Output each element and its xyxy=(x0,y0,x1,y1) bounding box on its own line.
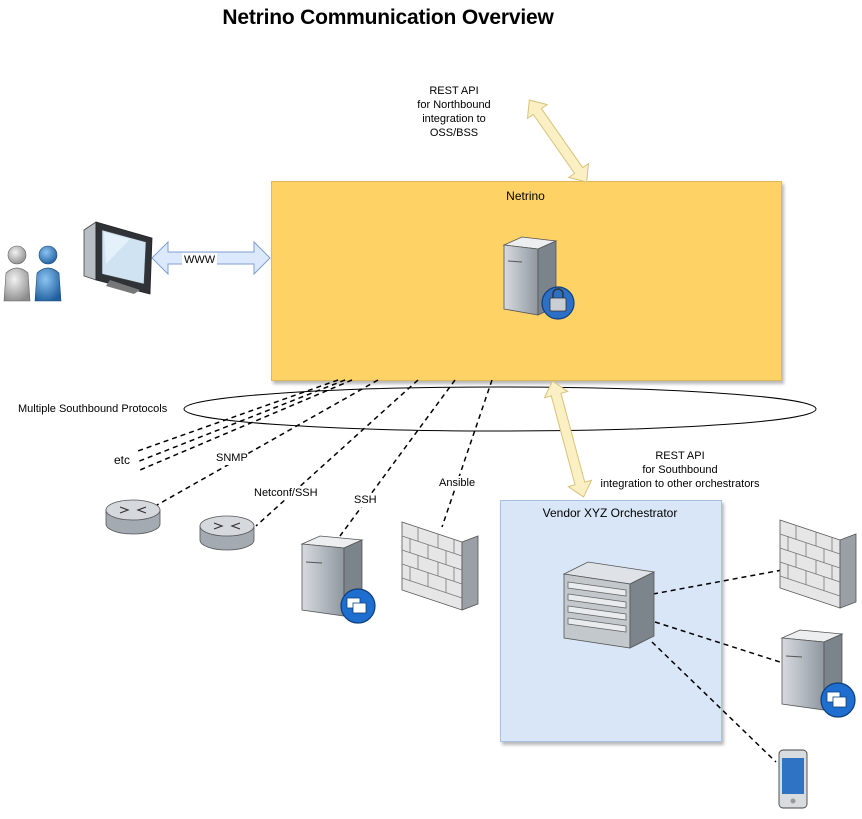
router-icon xyxy=(105,499,161,535)
netrino-label: Netrino xyxy=(506,189,545,203)
link-etc-1 xyxy=(134,379,339,453)
link-vendor-server xyxy=(654,621,781,663)
north-api-line: REST API xyxy=(429,85,479,97)
orchestrator-server-icon xyxy=(562,561,656,649)
north-api-label: REST API for Northbound integration to O… xyxy=(398,84,510,140)
north-api-line: OSS/BSS xyxy=(429,127,479,139)
link-ansible xyxy=(441,379,493,528)
link-snmp xyxy=(156,379,379,506)
link-etc-2 xyxy=(136,379,346,463)
router-icon xyxy=(199,515,255,551)
southbound-protocols-label: Multiple Southbound Protocols xyxy=(18,402,168,416)
north-api-line: for Northbound xyxy=(417,99,491,111)
diagram-title: Netrino Communication Overview xyxy=(222,6,554,29)
www-label: WWW xyxy=(182,253,218,267)
vendor-orchestrator-label: Vendor XYZ Orchestrator xyxy=(542,506,678,520)
south-api-label: REST API for Southbound integration to o… xyxy=(592,449,768,491)
south-api-line: for Southbound xyxy=(642,464,718,476)
south-api-arrow xyxy=(543,380,593,498)
managed-server-icon xyxy=(780,629,856,718)
firewall-icon xyxy=(401,521,479,611)
southbound-ellipse xyxy=(183,386,817,432)
link-vendor-firewall xyxy=(652,569,783,595)
firewall-icon xyxy=(779,519,857,609)
south-api-line: REST API xyxy=(655,450,705,462)
protocol-label-snmp: SNMP xyxy=(216,451,248,465)
protocol-label-etc: etc xyxy=(114,453,131,467)
workstation-icon xyxy=(83,221,153,295)
link-ssh xyxy=(339,379,456,537)
protocol-label-ansible: Ansible xyxy=(439,476,476,490)
north-api-arrow xyxy=(526,99,590,183)
managed-server-icon xyxy=(300,535,376,624)
protocol-label-ssh: SSH xyxy=(354,493,377,507)
users-icon xyxy=(3,245,62,302)
secure-server-icon xyxy=(502,236,575,320)
link-netconf xyxy=(255,379,419,527)
link-etc-3 xyxy=(139,379,353,471)
link-vendor-phone xyxy=(651,641,777,763)
south-api-line: integration to other orchestrators xyxy=(600,478,760,490)
mobile-phone-icon xyxy=(778,749,808,809)
protocol-label-netconf: Netconf/SSH xyxy=(254,486,318,500)
north-api-line: integration to xyxy=(422,113,486,125)
